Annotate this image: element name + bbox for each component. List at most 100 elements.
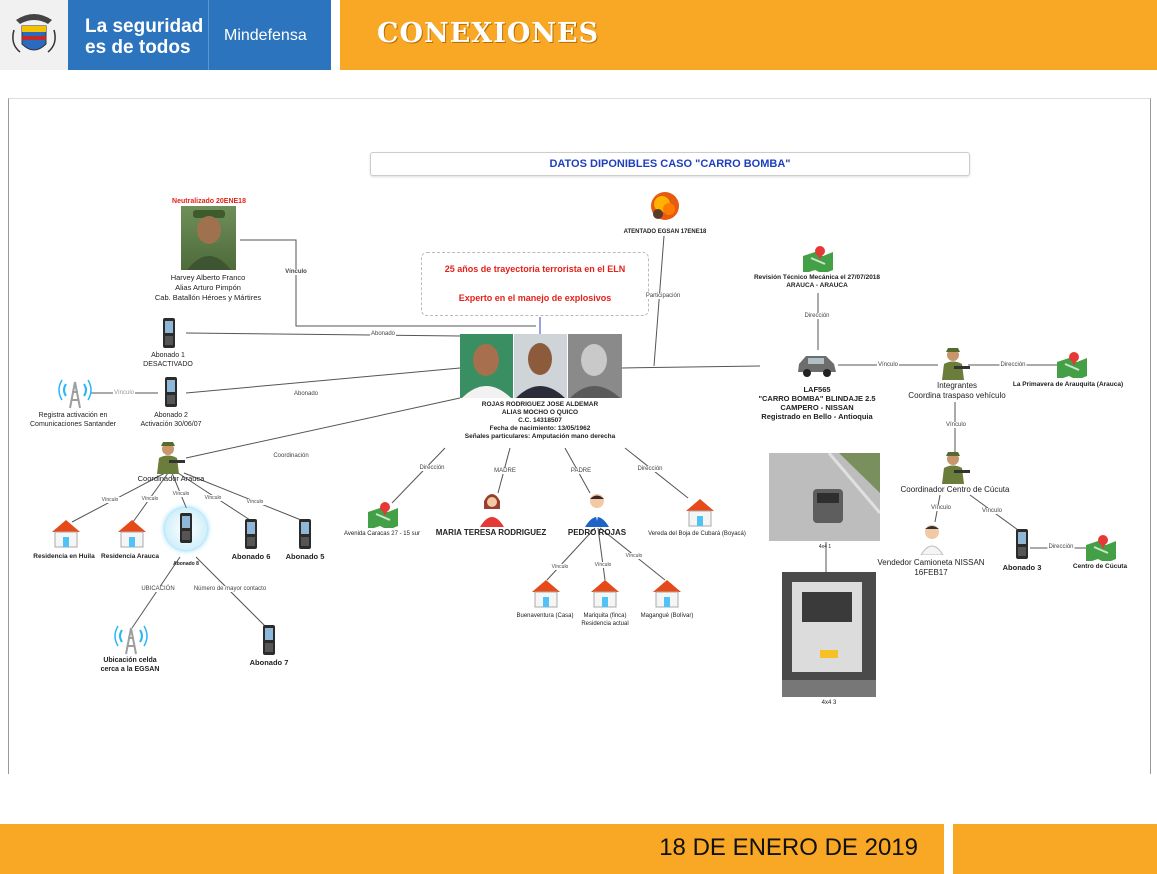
revision-place: ARAUCA - ARAUCA: [786, 282, 848, 289]
abonado1-status: DESACTIVADO: [143, 361, 193, 368]
harvey-name: Harvey Alberto Franco: [170, 273, 246, 282]
house-icon: [686, 499, 714, 527]
edge-label-abonado-2: Abonado: [292, 391, 320, 397]
map-pin-icon: [803, 246, 833, 272]
primavera-label: La Primavera de Arauquita (Arauca): [1012, 381, 1124, 388]
phone-icon: [180, 513, 192, 543]
coordinador-cucuta-label: Coordinador Centro de Cúcuta: [900, 485, 1010, 494]
integrantes-desc: Coordina traspaso vehículo: [908, 391, 1006, 400]
edge-label-vinculo-c2: Vínculo: [140, 496, 160, 502]
diagram-title-box: DATOS DIPONIBLES CASO "CARRO BOMBA": [370, 152, 970, 176]
phone-icon: [165, 377, 177, 407]
soldier-icon: [157, 442, 185, 474]
neutralized-label: Neutralizado 20ENE18: [172, 198, 246, 205]
edge-label-direccion-revision: Dirección: [803, 313, 831, 319]
edge-label-madre: MADRE: [493, 468, 517, 474]
abonado7-label: Abonado 7: [249, 658, 289, 667]
vehicle-registration: Registrado en Bello - Antioquia: [761, 412, 873, 421]
vendedor-date: 16FEB17: [914, 568, 948, 577]
edge-label-vinculo-p1: Vínculo: [550, 564, 570, 570]
centro-cucuta-label: Centro de Cúcuta: [1072, 563, 1128, 570]
edge-label-direccion-vereda: Dirección: [636, 466, 664, 472]
woman-icon: [480, 494, 504, 527]
coordinador-arauca-label: Coordinador Arauca: [137, 474, 205, 483]
house-icon: [653, 580, 681, 608]
avenida-label: Avenida Caracas 27 - 15 sur: [344, 531, 420, 537]
vehicle-photo-2: [782, 572, 876, 697]
edge-label-padre: PADRE: [569, 468, 593, 474]
map-pin-icon: [1086, 535, 1116, 561]
soldier-icon: [942, 452, 970, 484]
brand-slogan-line2: es de todos: [85, 37, 191, 58]
edge-label-vinculo-abonado3: Vínculo: [980, 508, 1004, 514]
brand-divider: [208, 0, 209, 70]
callout-explosives: Experto en el manejo de explosivos: [458, 293, 612, 303]
edge-label-direccion-avenida: Dirección: [418, 465, 446, 471]
abonado5-label: Abonado 5: [285, 552, 325, 561]
harvey-alias: Alias Arturo Pimpón: [175, 283, 241, 292]
pedro-label: PEDRO ROJAS: [567, 528, 627, 537]
diagram-title: DATOS DIPONIBLES CASO "CARRO BOMBA": [549, 158, 791, 170]
title-banner: CONEXIONES: [340, 0, 1157, 70]
brand-slogan-line1: La seguridad: [85, 16, 204, 37]
ubicacion-celda-label: Ubicación celda: [103, 657, 157, 664]
profile-callout: 25 años de trayectoria terrorista en el …: [421, 252, 649, 316]
map-pin-icon: [1057, 352, 1087, 378]
vehicle-photo-1: [769, 453, 880, 541]
suspect-id: C.C. 14318507: [518, 417, 562, 424]
man-icon: [585, 494, 609, 527]
brand-banner: La seguridad es de todos Mindefensa: [68, 0, 331, 70]
cell-tower-icon: [58, 379, 92, 409]
map-pin-icon: [368, 502, 398, 528]
phone-icon: [245, 519, 257, 549]
edge-label-abonado-1: Abonado: [369, 331, 397, 337]
edge-label-direccion-cucuta: Dirección: [1047, 544, 1075, 550]
suspect-alias: ALIAS MOCHO O QUICO: [501, 409, 579, 416]
phone-icon: [1016, 529, 1028, 559]
edge-label-vinculo-c1: Vínculo: [100, 497, 120, 503]
colombia-coat-of-arms-icon: [12, 14, 56, 53]
house-icon: [118, 520, 146, 548]
abonado8-label: Abonado 8: [173, 561, 199, 567]
integrantes-label: Integrantes: [936, 381, 978, 390]
magangue-label: Magangué (Bolívar): [640, 613, 694, 619]
atentado-label: ATENTADO EGSAN 17ENE18: [623, 229, 707, 235]
person-photo-icon: [187, 210, 231, 270]
revision-label: Revisión Técnico Mecánica el 27/07/2018: [753, 274, 881, 281]
edge-label-vinculo-p3: Vínculo: [624, 553, 644, 559]
abonado2-date: Activación 30/06/07: [140, 421, 202, 428]
soldier-icon: [942, 348, 970, 380]
vehicle-desc: "CARRO BOMBA" BLINDAJE 2.5: [758, 394, 876, 403]
edge-label-vinculo-registra: Vínculo: [112, 390, 136, 396]
buenaventura-label: Buenaventura (Casa): [516, 613, 574, 619]
vehicle-plate: LAF565: [803, 385, 831, 394]
edge-label-vinculo-harvey: Vínculo: [284, 269, 308, 275]
explosion-icon: [651, 192, 679, 220]
abonado1-label: Abonado 1: [151, 352, 185, 359]
registra-place: Comunicaciones Santander: [30, 421, 116, 428]
residencia-arauca-label: Residencia Arauca: [101, 553, 159, 560]
suspect-birthdate: Fecha de nacimiento: 13/05/1962: [489, 425, 591, 432]
edge-label-vinculo-vehicle: Vínculo: [876, 362, 900, 368]
footer-date: 18 DE ENERO DE 2019: [659, 834, 918, 861]
abonado6-label: Abonado 6: [231, 552, 271, 561]
harvey-unit: Cab. Batallón Héroes y Mártires: [154, 293, 262, 302]
harvey-photo: [181, 206, 236, 270]
footer-accent: [953, 824, 1157, 874]
edge-label-vinculo-c3: Vínculo: [171, 491, 191, 497]
suspect-features: Señales particulares: Amputación mano de…: [464, 433, 616, 440]
maria-label: MARIA TERESA RODRIGUEZ: [435, 528, 547, 537]
cell-tower-icon: [114, 625, 148, 655]
edge-label-coordinacion: Coordinación: [272, 453, 310, 459]
abonado2-label: Abonado 2: [154, 412, 188, 419]
edge-label-direccion-primavera: Dirección: [999, 362, 1027, 368]
edge-label-ubicacion: UBICACIÓN: [140, 586, 176, 592]
mariquita-label: Mariquita (finca): [583, 613, 627, 619]
house-icon: [591, 580, 619, 608]
house-icon: [532, 580, 560, 608]
mariquita-desc: Residencia actual: [581, 621, 629, 627]
vehicle-type: CAMPERO - NISSAN: [780, 403, 854, 412]
callout-trajectory: 25 años de trayectoria terrorista en el …: [444, 264, 626, 274]
car-photo-icon: [769, 453, 880, 541]
photo1-caption: 4x4 1: [818, 544, 832, 550]
